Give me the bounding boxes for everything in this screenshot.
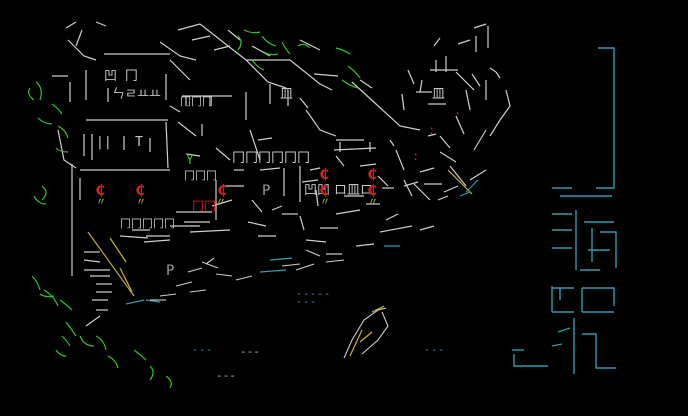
water-ripple: --- [424, 345, 446, 356]
sign-letter: P [262, 183, 271, 199]
tassel-mark: 〃 [320, 197, 330, 208]
window-glyph: ロ皿ロ [334, 183, 374, 198]
window-glyph: 皿 [280, 87, 294, 102]
water-ripple: --- [192, 345, 214, 356]
tassel-mark: 〃 [216, 197, 226, 208]
window-glyph: 冂冂冂冂冂 [120, 217, 175, 230]
red-dots: : [428, 123, 436, 137]
window-glyph: 凹 冂 [104, 69, 138, 84]
lantern-icon: ₵ [368, 183, 377, 199]
right-pagoda-lines [403, 23, 511, 201]
yellow-accent-strokes [109, 169, 473, 357]
window-glyph: 皿 [432, 87, 446, 102]
tassel-mark: 〃 [96, 197, 106, 208]
window-glyph: ㄣㄹㅛㅛ [112, 87, 161, 102]
water-ripples [125, 179, 479, 305]
window-glyph: 冂冂冂 [180, 95, 213, 108]
tree-foliage [28, 29, 361, 389]
lantern-icon: ₵ [320, 167, 329, 183]
lantern-icon: ₵ [218, 183, 227, 199]
sign-letter: Y [186, 153, 194, 168]
boat-outline [343, 307, 389, 359]
middle-house-lines [246, 39, 435, 257]
tassel-mark: 〃 [368, 197, 378, 208]
tassel-mark: 〃 [136, 197, 146, 208]
window-glyph: || T [96, 135, 143, 150]
window-glyph: 冂冂冂 [184, 169, 217, 182]
window-glyph: 凹凹 [304, 183, 331, 198]
water-ripple: --- [216, 369, 236, 382]
lantern-sign: 冂冂 [192, 199, 217, 213]
sign-letter: P [166, 263, 175, 279]
lantern-icon: ₵ [136, 183, 145, 199]
water-ripple: --- [240, 345, 260, 358]
left-house-lines [52, 21, 321, 327]
red-dots: . [454, 103, 462, 117]
water-ripple: ----- [296, 289, 332, 300]
lantern-icon: ₵ [368, 167, 377, 183]
window-glyph: 冂冂冂冂冂冂 [232, 151, 311, 166]
water-ripple: --- [296, 297, 318, 308]
seal-calligraphy [512, 47, 617, 374]
red-dots: : [412, 149, 420, 163]
lantern-icon: ₵ [96, 183, 105, 199]
lantern-icon: ₵ [320, 183, 329, 199]
bank-strokes [150, 257, 345, 301]
